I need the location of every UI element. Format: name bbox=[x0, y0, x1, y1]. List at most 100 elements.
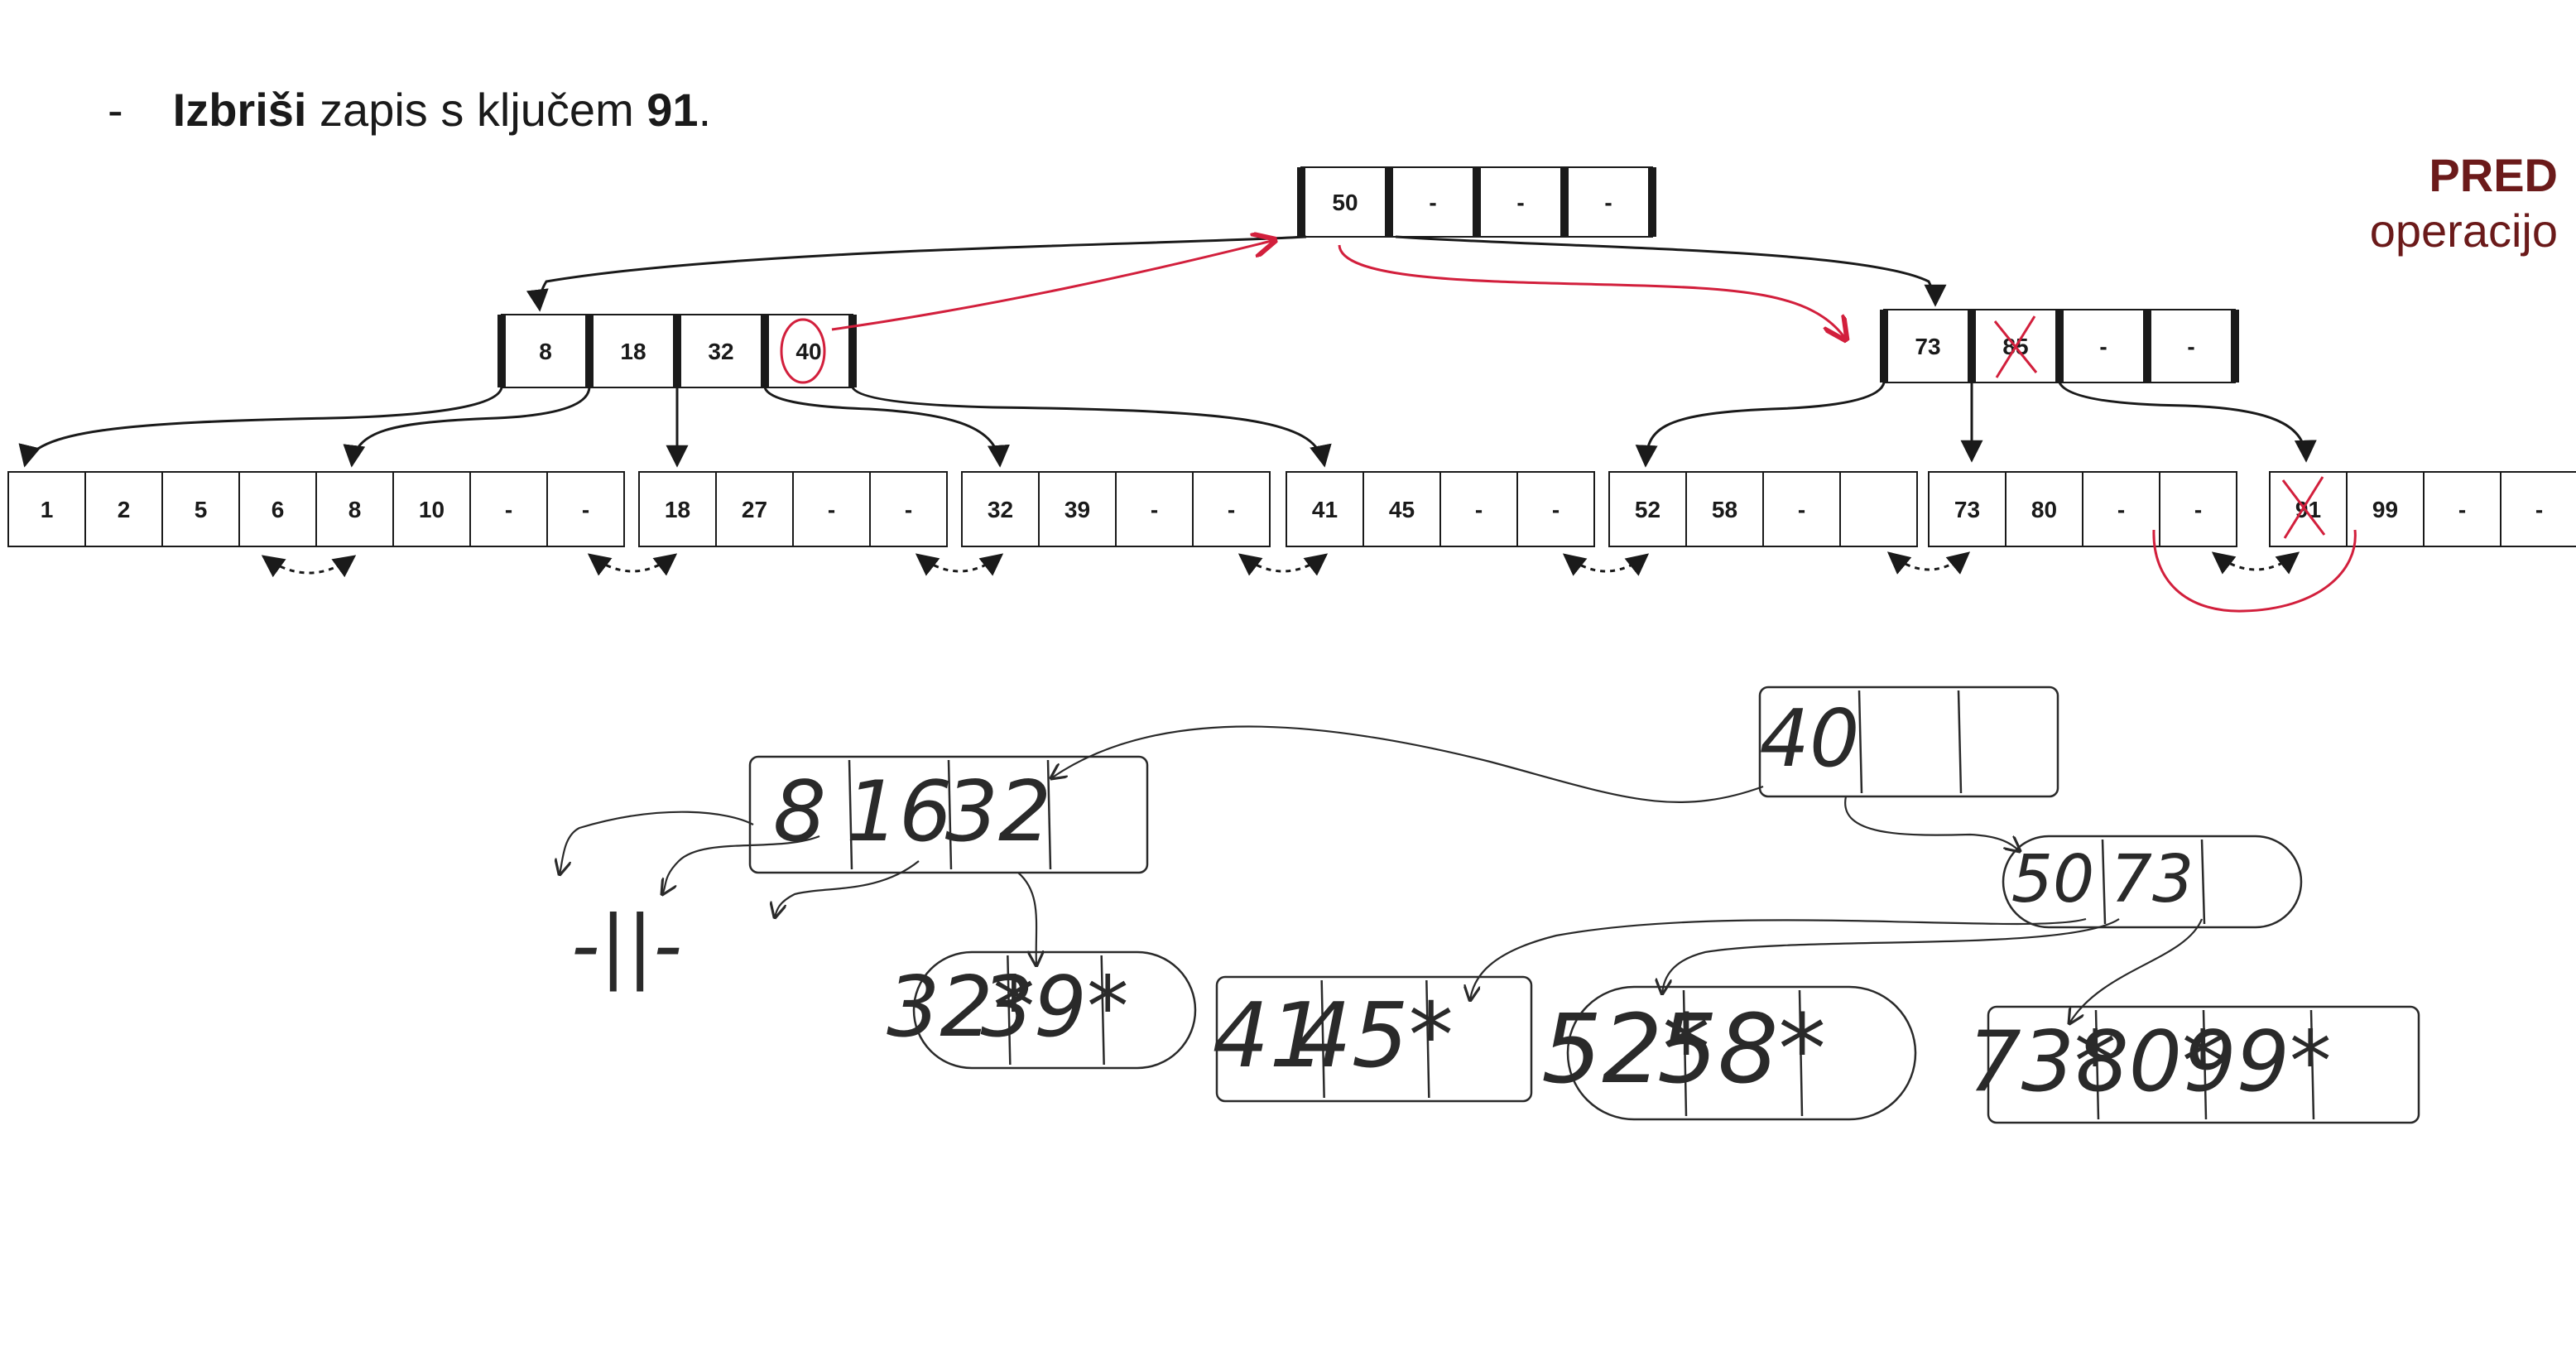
root-to-left-arrow bbox=[526, 235, 1307, 312]
hand-left-node-outline bbox=[748, 755, 1149, 874]
leaf-node-cell bbox=[715, 471, 794, 547]
hand-leaf-node-divider bbox=[2202, 1009, 2208, 1120]
red-cross-85 bbox=[1993, 315, 2038, 378]
internal-node-left-key: 18 bbox=[620, 339, 646, 364]
hand-leaf-node-key: 41 bbox=[1213, 984, 1326, 1088]
internal-node-right-pointer-bar bbox=[2055, 310, 2064, 383]
hand-arrow bbox=[662, 835, 820, 894]
internal-node-right-cell bbox=[1883, 309, 1973, 383]
internal-node-left-key: 32 bbox=[708, 339, 733, 364]
child-arrow bbox=[2058, 382, 2317, 463]
leaf-node-key: 2 bbox=[118, 497, 131, 522]
leaf-node-key: 32 bbox=[988, 497, 1013, 522]
hand-root-node: 40 bbox=[1758, 686, 2059, 798]
internal-node-left-cell bbox=[589, 314, 678, 388]
hand-right-node-outline bbox=[2002, 835, 2303, 929]
leaf-node-key: - bbox=[828, 497, 835, 522]
hand-arrow bbox=[1017, 872, 1036, 965]
instruction-key: 91 bbox=[646, 84, 699, 136]
leaf-node-cell bbox=[1286, 471, 1364, 547]
leaf-node-key: - bbox=[2535, 497, 2543, 522]
root-node-pointer-bar bbox=[1560, 167, 1569, 237]
instruction-end: . bbox=[698, 84, 712, 136]
internal-node-right-pointer-bar bbox=[2143, 310, 2151, 383]
root-node-pointer-bar bbox=[1385, 167, 1393, 237]
hand-root-node-divider bbox=[1858, 690, 1863, 794]
child-arrow bbox=[343, 387, 591, 468]
hand-leaf-node-outline bbox=[1987, 1005, 2420, 1124]
red-cross-91 bbox=[2281, 476, 2326, 539]
leaf-node-key: 73 bbox=[1954, 497, 1980, 522]
hand-right-node-key: 73 bbox=[2111, 841, 2194, 917]
instruction-middle: zapis s ključem bbox=[306, 84, 647, 136]
hand-leaf-node-divider bbox=[1320, 979, 1325, 1099]
hand-arrow bbox=[1662, 918, 2120, 994]
hand-leaf-node-outline bbox=[1215, 975, 1533, 1103]
sibling-link bbox=[1238, 553, 1329, 576]
internal-node-left-key: 8 bbox=[539, 339, 552, 364]
hand-leaf-node-divider bbox=[1007, 955, 1012, 1066]
red-arrow-50-down bbox=[1338, 244, 1846, 339]
leaf-node-cell bbox=[2159, 471, 2237, 547]
hand-leaf-node-key: 73* bbox=[1968, 1013, 2116, 1110]
leaf-node-key: - bbox=[905, 497, 912, 522]
hand-leaf-node-divider bbox=[1682, 989, 1688, 1117]
root-node-pointer-bar bbox=[1473, 167, 1481, 237]
leaf-node-cell bbox=[1928, 471, 2006, 547]
bullet-dash: - bbox=[108, 84, 123, 136]
hand-leaf-node-key: 52* bbox=[1541, 994, 1710, 1105]
internal-node-right-key: 73 bbox=[1915, 334, 1940, 359]
hand-leaf-node: 52*58* bbox=[1541, 985, 1917, 1121]
root-node-pointer-bar bbox=[1297, 167, 1305, 237]
internal-node-right-key: - bbox=[2187, 334, 2194, 359]
sibling-link bbox=[915, 553, 1004, 576]
leaf-node-key: 18 bbox=[665, 497, 690, 522]
hand-left-node-key: 8 bbox=[773, 763, 826, 860]
hand-left-node-divider bbox=[848, 759, 853, 870]
leaf-node-key: - bbox=[582, 497, 589, 522]
hand-leaf-node-key: 45* bbox=[1295, 984, 1453, 1088]
red-loop-91 bbox=[2152, 529, 2357, 613]
leaf-node-key: 99 bbox=[2372, 497, 2398, 522]
red-circle-40 bbox=[780, 318, 826, 384]
hand-leaf-node-divider bbox=[1100, 955, 1105, 1066]
leaf-node-cell bbox=[2346, 471, 2425, 547]
leaf-node-key: 39 bbox=[1065, 497, 1090, 522]
leaf-node-key: 6 bbox=[272, 497, 285, 522]
hand-leaf-node-divider bbox=[2309, 1009, 2315, 1120]
root-node-pointer-bar bbox=[1648, 167, 1656, 237]
leaf-node-key: - bbox=[1475, 497, 1483, 522]
leaf-node-cell bbox=[1839, 471, 1918, 547]
corner-label-operacijo: operacijo bbox=[2369, 204, 2558, 257]
leaf-node-key: 58 bbox=[1712, 497, 1737, 522]
internal-node-left-pointer-bar bbox=[848, 315, 857, 387]
instruction-verb: Izbriši bbox=[172, 84, 307, 136]
root-node: 50--- bbox=[1297, 166, 1656, 238]
internal-node-left-pointer-bar bbox=[761, 315, 769, 387]
leaf-node-key: - bbox=[1151, 497, 1158, 522]
hand-elision-mark: -||- bbox=[571, 899, 682, 993]
internal-node-right-pointer-bar bbox=[1880, 310, 1888, 383]
child-arrow bbox=[1635, 382, 1886, 468]
leaf-node-cell bbox=[1516, 471, 1595, 547]
hand-right-node-key: 50 bbox=[2011, 841, 2095, 917]
hand-leaf-node-outline bbox=[912, 950, 1197, 1070]
leaf-node-key: - bbox=[1228, 497, 1235, 522]
leaf-node-cell bbox=[2005, 471, 2083, 547]
sibling-link bbox=[1886, 551, 1971, 575]
leaf-node-key: - bbox=[1798, 497, 1805, 522]
leaf-node-key: 41 bbox=[1312, 497, 1338, 522]
hand-leaf-node-key: 80* bbox=[2075, 1013, 2223, 1110]
leaf-node-cell bbox=[7, 471, 86, 547]
hand-arrow bbox=[2069, 918, 2204, 1023]
child-arrow bbox=[763, 387, 1010, 468]
leaf-node-cell bbox=[1439, 471, 1518, 547]
leaf-node-key: - bbox=[2194, 497, 2202, 522]
internal-node-left-pointer-bar bbox=[497, 315, 506, 387]
